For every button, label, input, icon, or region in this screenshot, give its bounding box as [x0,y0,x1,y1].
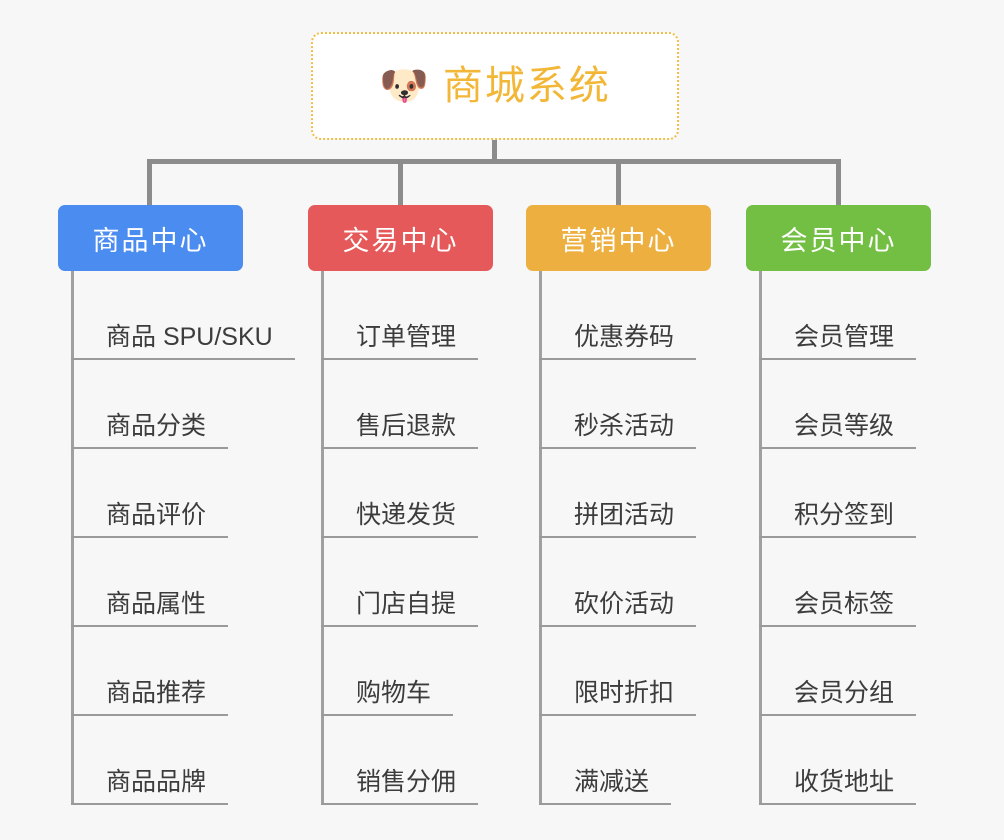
list-item[interactable]: 砍价活动 [526,538,711,627]
list-item-label: 商品分类 [71,412,229,449]
category-header-member-center[interactable]: 会员中心 [746,205,931,271]
list-item[interactable]: 门店自提 [308,538,493,627]
list-item-label: 优惠券码 [539,323,697,360]
list-item[interactable]: 商品 SPU/SKU [58,271,295,360]
shiba-dog-icon: 🐶 [379,64,429,108]
root-node-title: 商城系统 [442,64,611,108]
list-item[interactable]: 售后退款 [308,360,493,449]
list-item-label: 商品属性 [71,590,229,627]
list-item[interactable]: 商品推荐 [58,627,243,716]
connector-root-stem [492,140,497,161]
category-header-label: 营销中心 [560,225,677,256]
list-item[interactable]: 销售分佣 [308,716,493,805]
category-items-trade-center: 订单管理 售后退款 快递发货 门店自提 购物车 销售分佣 [308,271,493,805]
list-item[interactable]: 会员等级 [746,360,931,449]
category-header-label: 商品中心 [92,225,209,256]
list-item-label: 会员管理 [759,323,917,360]
list-item-label: 砍价活动 [539,590,697,627]
category-header-product-center[interactable]: 商品中心 [58,205,243,271]
list-item-label: 会员等级 [759,412,917,449]
list-item[interactable]: 限时折扣 [526,627,711,716]
category-column-member-center: 会员中心 会员管理 会员等级 积分签到 会员标签 会员分组 收货地址 [746,205,931,805]
list-item-label: 门店自提 [321,590,479,627]
connector-drop-trade-center [398,159,403,207]
column-spine [759,271,762,805]
list-item-label: 订单管理 [321,323,479,360]
list-item-label: 积分签到 [759,501,917,538]
list-item-label: 收货地址 [759,768,917,805]
connector-horizontal-bar [147,159,841,164]
list-item-label: 限时折扣 [539,679,697,716]
list-item-label: 商品 SPU/SKU [71,323,295,360]
list-item-label: 拼团活动 [539,501,697,538]
category-header-label: 交易中心 [342,225,459,256]
list-item[interactable]: 会员管理 [746,271,931,360]
list-item-label: 商品品牌 [71,768,229,805]
list-item[interactable]: 商品属性 [58,538,243,627]
list-item-label: 商品评价 [71,501,229,538]
category-header-label: 会员中心 [780,225,897,256]
list-item[interactable]: 满减送 [526,716,711,805]
list-item-label: 快递发货 [321,501,479,538]
list-item[interactable]: 会员标签 [746,538,931,627]
category-header-marketing-center[interactable]: 营销中心 [526,205,711,271]
list-item-label: 会员标签 [759,590,917,627]
column-spine [321,271,324,805]
connector-drop-marketing-center [616,159,621,207]
category-column-marketing-center: 营销中心 优惠券码 秒杀活动 拼团活动 砍价活动 限时折扣 满减送 [526,205,711,805]
list-item[interactable]: 订单管理 [308,271,493,360]
list-item-label: 秒杀活动 [539,412,697,449]
category-items-marketing-center: 优惠券码 秒杀活动 拼团活动 砍价活动 限时折扣 满减送 [526,271,711,805]
column-spine [71,271,74,805]
column-spine [539,271,542,805]
category-items-product-center: 商品 SPU/SKU 商品分类 商品评价 商品属性 商品推荐 商品品牌 [58,271,295,805]
list-item[interactable]: 拼团活动 [526,449,711,538]
category-header-trade-center[interactable]: 交易中心 [308,205,493,271]
category-column-trade-center: 交易中心 订单管理 售后退款 快递发货 门店自提 购物车 销售分佣 [308,205,493,805]
list-item[interactable]: 秒杀活动 [526,360,711,449]
root-node-mall-system[interactable]: 🐶 商城系统 [311,32,679,140]
list-item-label: 满减送 [539,768,672,805]
category-items-member-center: 会员管理 会员等级 积分签到 会员标签 会员分组 收货地址 [746,271,931,805]
list-item[interactable]: 优惠券码 [526,271,711,360]
list-item[interactable]: 会员分组 [746,627,931,716]
list-item[interactable]: 商品品牌 [58,716,243,805]
list-item[interactable]: 商品评价 [58,449,243,538]
category-column-product-center: 商品中心 商品 SPU/SKU 商品分类 商品评价 商品属性 商品推荐 商品品牌 [58,205,295,805]
list-item-label: 售后退款 [321,412,479,449]
list-item-label: 购物车 [321,679,454,716]
list-item-label: 会员分组 [759,679,917,716]
connector-drop-product-center [147,159,152,207]
connector-drop-member-center [836,159,841,207]
list-item[interactable]: 商品分类 [58,360,243,449]
list-item[interactable]: 购物车 [308,627,493,716]
list-item-label: 销售分佣 [321,768,479,805]
list-item[interactable]: 收货地址 [746,716,931,805]
list-item[interactable]: 积分签到 [746,449,931,538]
list-item[interactable]: 快递发货 [308,449,493,538]
list-item-label: 商品推荐 [71,679,229,716]
